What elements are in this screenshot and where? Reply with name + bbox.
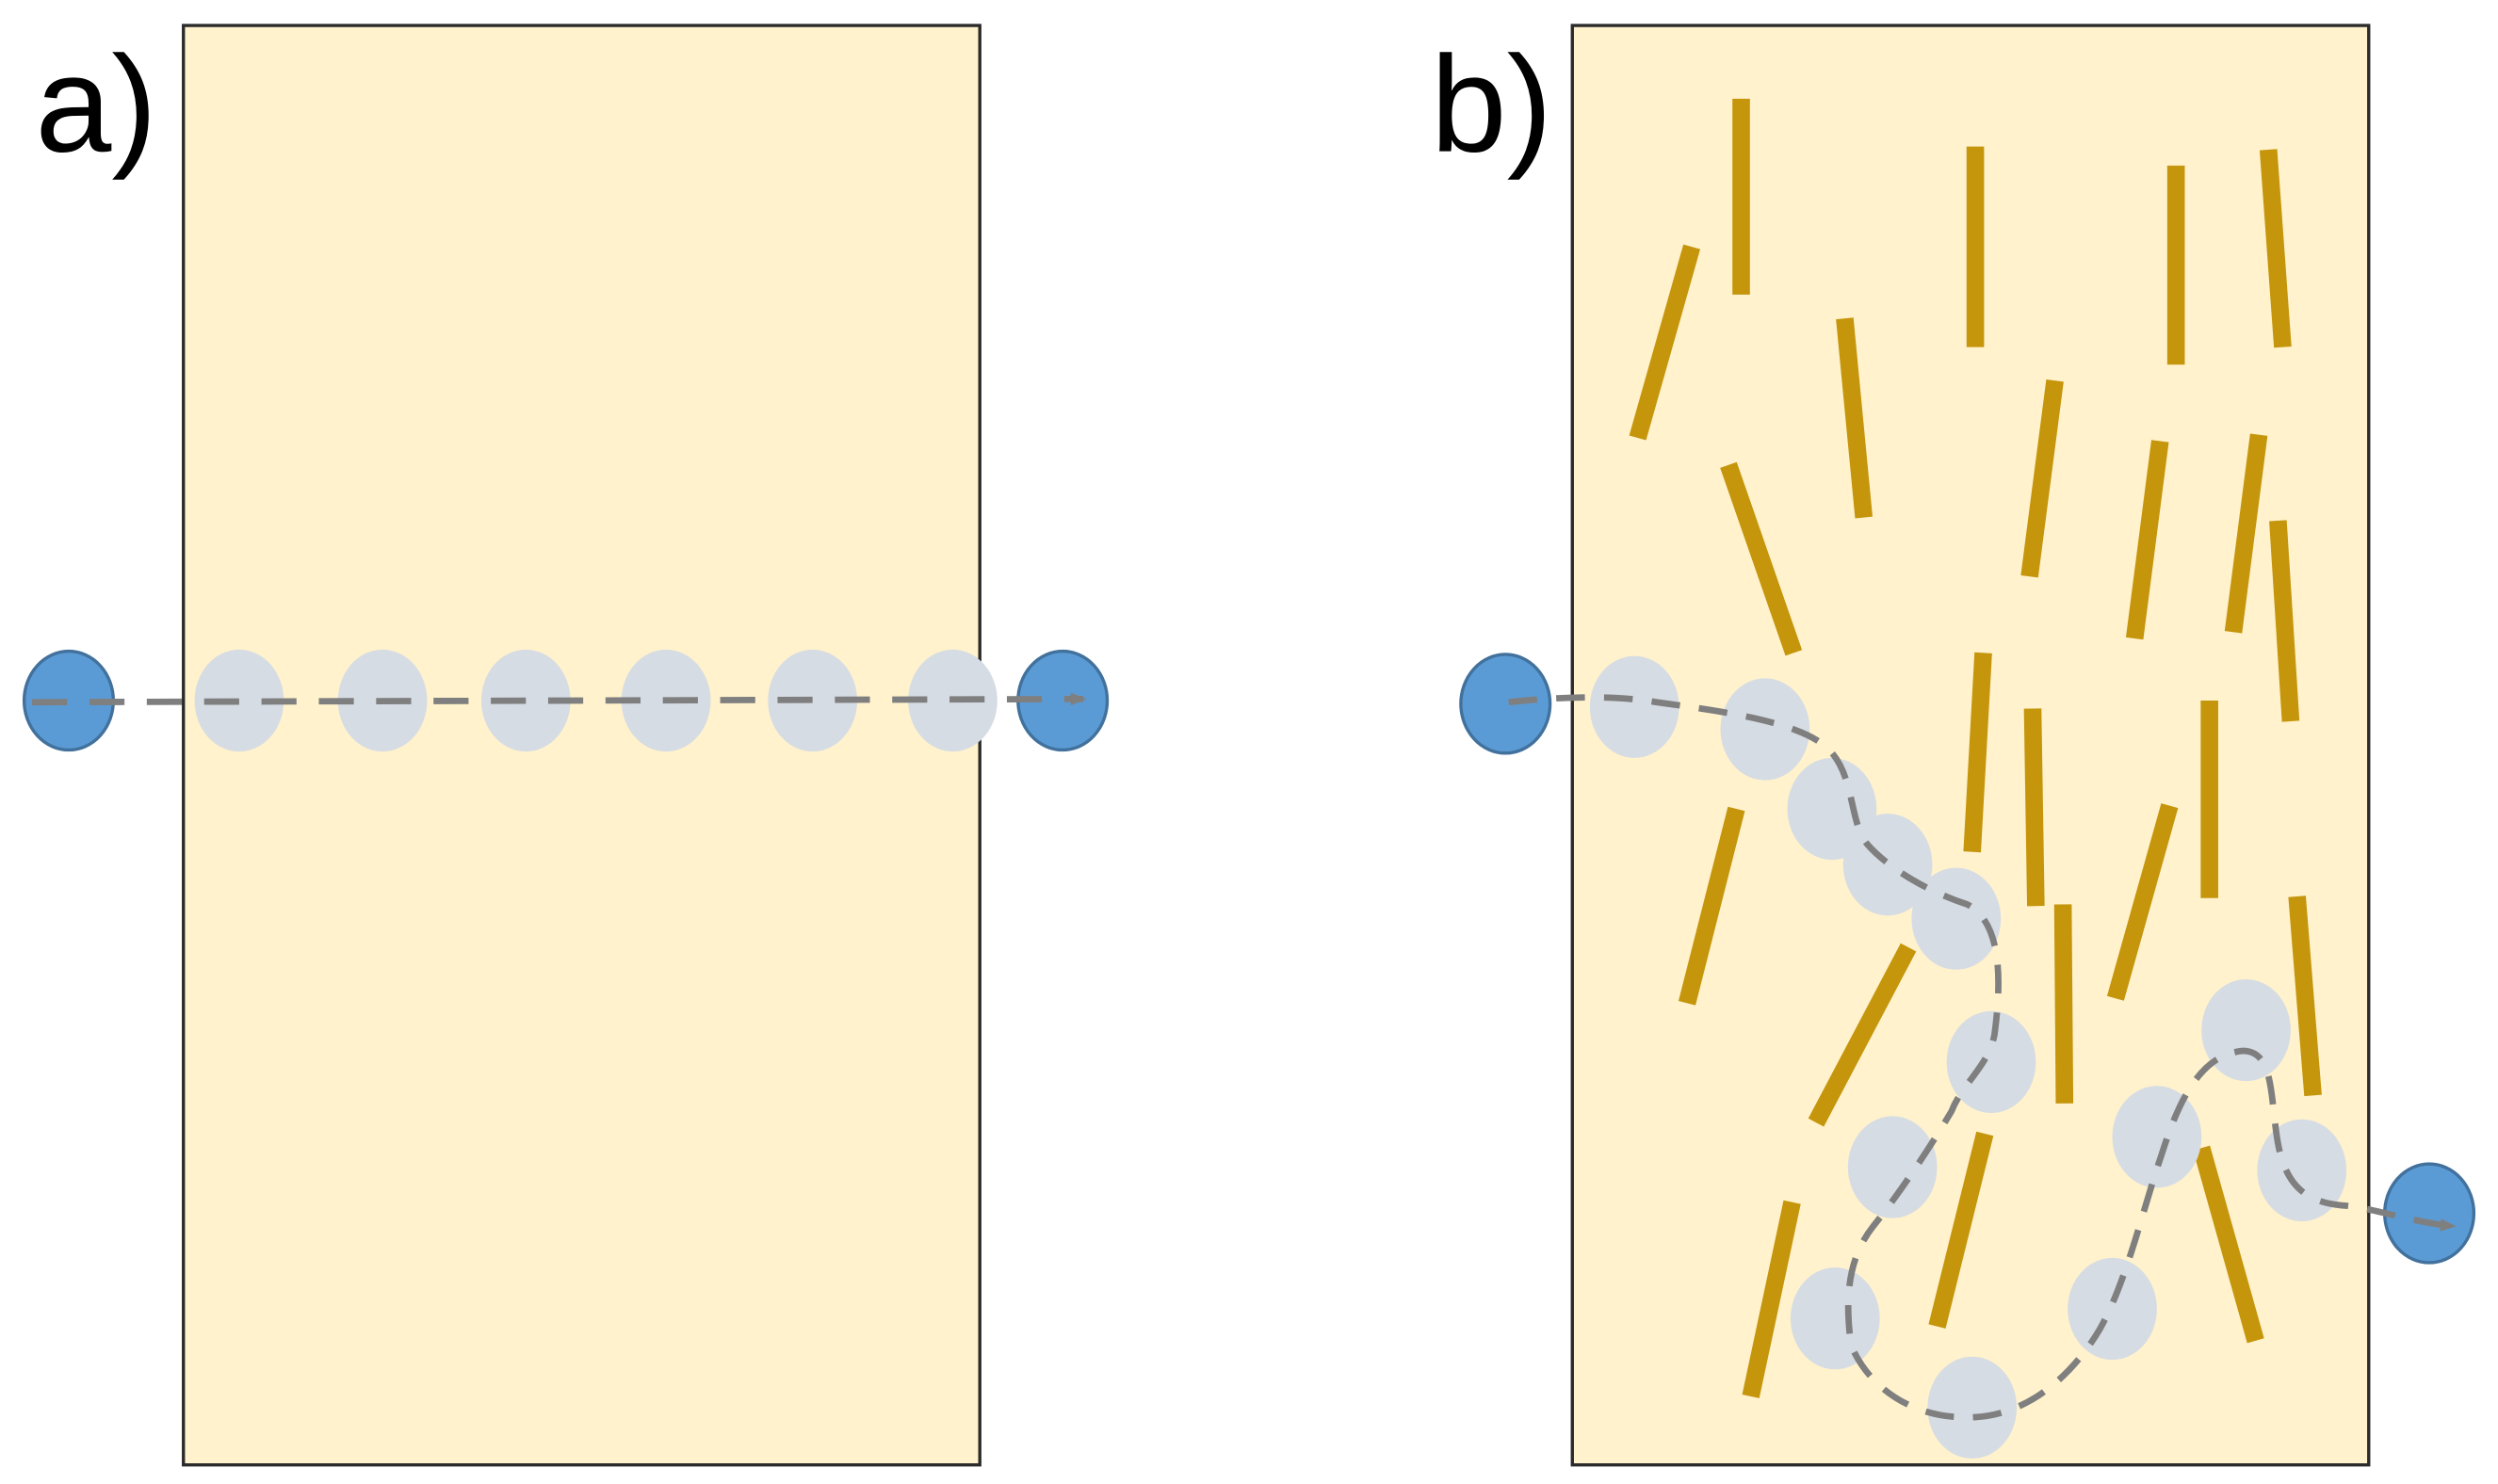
obstacles (1629, 98, 2322, 1398)
obstacle (1963, 652, 1992, 853)
trace-particle (1911, 867, 2002, 970)
trace-particle (2201, 978, 2291, 1082)
obstacle (2106, 803, 2179, 1001)
obstacle (2288, 895, 2322, 1097)
straight-path (32, 692, 1087, 706)
trace-particle (1946, 1010, 2036, 1113)
obstacle (1629, 244, 1701, 441)
trace-particle (1720, 678, 1810, 781)
obstacle (2023, 708, 2045, 907)
panel-b: b) (1431, 24, 2476, 1467)
panel-b-trace-particles (1589, 655, 2347, 1459)
obstacle (2053, 904, 2074, 1104)
obstacle (1679, 806, 1745, 1006)
panel-a-label: a) (35, 27, 156, 181)
obstacle (1928, 1131, 1994, 1329)
trace-particle (2112, 1086, 2202, 1188)
obstacle (1720, 461, 1803, 656)
obstacle (2224, 433, 2268, 634)
obstacle (2020, 379, 2064, 578)
trace-particle (1927, 1356, 2018, 1459)
panel-a-medium (182, 24, 981, 1467)
trace-particle (1847, 1116, 1938, 1218)
trace-particle (2068, 1257, 2157, 1361)
trace-particle (480, 649, 571, 752)
obstacle (2269, 520, 2300, 722)
obstacle (1808, 943, 1917, 1127)
obstacle (2125, 440, 2169, 640)
panel-a: a) (22, 24, 1110, 1467)
obstacle (1836, 317, 1873, 519)
obstacle (1742, 1200, 1801, 1398)
trace-particle (1589, 655, 1679, 758)
particle-start (1459, 653, 1552, 755)
particle-end (2382, 1162, 2476, 1265)
trace-particle (1842, 814, 1933, 916)
obstacle (2193, 1145, 2264, 1344)
obstacle (2259, 149, 2292, 348)
panel-b-label: b) (1431, 27, 1552, 181)
trace-particle (194, 649, 284, 752)
trace-particle (1790, 1267, 1880, 1370)
trace-particle (768, 649, 858, 752)
